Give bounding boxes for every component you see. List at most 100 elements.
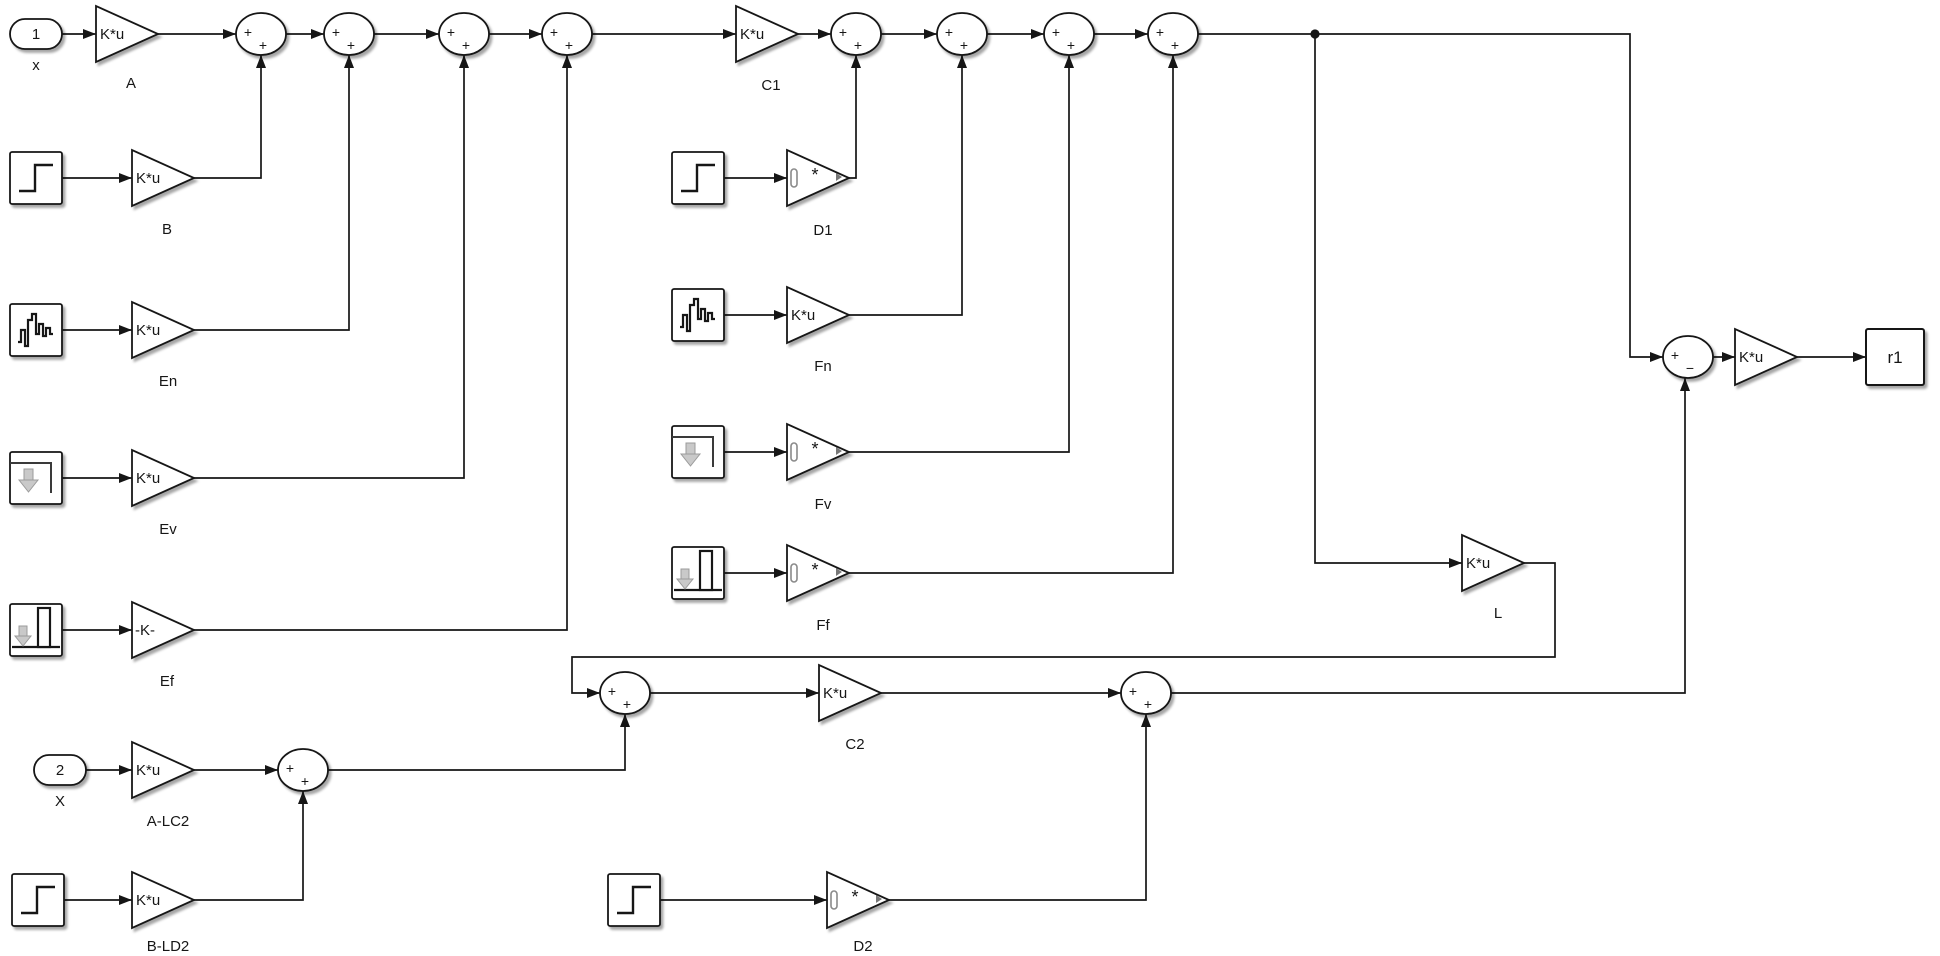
- signal-wire[interactable]: [194, 55, 572, 631]
- gain-D2[interactable]: *: [826, 870, 892, 930]
- signal-wire[interactable]: [286, 29, 324, 39]
- sum-ellipse[interactable]: [1043, 12, 1095, 56]
- gain-triangle[interactable]: [131, 740, 197, 800]
- source-step-D2[interactable]: [607, 873, 661, 927]
- gain-L[interactable]: K*u: [1461, 533, 1527, 593]
- sum-x[interactable]: ++: [277, 748, 329, 792]
- gain-output[interactable]: K*u: [1734, 327, 1800, 387]
- gain-triangle[interactable]: [1461, 533, 1527, 593]
- signal-wire[interactable]: [849, 55, 967, 316]
- signal-line[interactable]: [194, 55, 262, 179]
- sum-2[interactable]: ++: [323, 12, 375, 56]
- signal-wire[interactable]: [724, 568, 787, 578]
- sum-4[interactable]: ++: [541, 12, 593, 56]
- gain-triangle[interactable]: [131, 448, 197, 508]
- gain-triangle[interactable]: [1734, 327, 1800, 387]
- sum-ellipse[interactable]: [541, 12, 593, 56]
- signal-wire[interactable]: [194, 765, 278, 775]
- sum-3[interactable]: ++: [438, 12, 490, 56]
- gain-B[interactable]: K*u: [131, 148, 197, 208]
- signal-wire[interactable]: [1314, 34, 1462, 568]
- gain-C2[interactable]: K*u: [818, 663, 884, 723]
- signal-line[interactable]: [194, 55, 568, 631]
- inport-2[interactable]: 2: [33, 754, 87, 786]
- signal-line[interactable]: [889, 714, 1147, 901]
- signal-line[interactable]: [571, 562, 1556, 694]
- source-pulse-Ff[interactable]: [671, 546, 725, 600]
- sum-ellipse[interactable]: [1120, 671, 1172, 715]
- signal-wire[interactable]: [1797, 352, 1866, 362]
- source-noise-Fn[interactable]: [671, 288, 725, 342]
- signal-line[interactable]: [849, 55, 1070, 453]
- signal-line[interactable]: [849, 55, 857, 179]
- sum-b2[interactable]: ++: [1120, 671, 1172, 715]
- signal-wire[interactable]: [660, 895, 827, 905]
- signal-wire[interactable]: [62, 473, 132, 483]
- gain-triangle[interactable]: [818, 663, 884, 723]
- signal-wire[interactable]: [62, 173, 132, 183]
- signal-line[interactable]: [328, 714, 626, 771]
- sum-ellipse[interactable]: [599, 671, 651, 715]
- gain-triangle[interactable]: [131, 300, 197, 360]
- signal-wire[interactable]: [881, 29, 937, 39]
- signal-wire[interactable]: [650, 688, 819, 698]
- source-pulse-Ef-shape[interactable]: [9, 603, 63, 657]
- signal-wire[interactable]: [1171, 378, 1690, 694]
- signal-wire[interactable]: [194, 55, 266, 179]
- gain-triangle[interactable]: [786, 285, 852, 345]
- source-file-Ev-shape[interactable]: [9, 451, 63, 505]
- signal-line[interactable]: [849, 55, 963, 316]
- gain-triangle[interactable]: [786, 543, 852, 603]
- outport-r1[interactable]: r1: [1865, 328, 1925, 386]
- signal-wire[interactable]: [489, 29, 542, 39]
- gain-triangle[interactable]: [826, 870, 892, 930]
- signal-wire[interactable]: [86, 765, 132, 775]
- signal-wire[interactable]: [62, 625, 132, 635]
- sum-ellipse[interactable]: [830, 12, 882, 56]
- inport-2-shape[interactable]: [33, 754, 87, 786]
- sum-ellipse[interactable]: [1662, 335, 1714, 379]
- signal-wire[interactable]: [1198, 33, 1663, 362]
- sum-7[interactable]: ++: [1043, 12, 1095, 56]
- signal-wire[interactable]: [881, 688, 1121, 698]
- gain-D1[interactable]: *: [786, 148, 852, 208]
- signal-wire[interactable]: [889, 714, 1151, 901]
- signal-wire[interactable]: [724, 173, 787, 183]
- sum-ellipse[interactable]: [277, 748, 329, 792]
- signal-wire[interactable]: [62, 325, 132, 335]
- signal-wire[interactable]: [724, 310, 787, 320]
- inport-1-shape[interactable]: [9, 18, 63, 50]
- signal-wire[interactable]: [1094, 29, 1148, 39]
- signal-wire[interactable]: [194, 55, 354, 331]
- source-pulse-Ef[interactable]: [9, 603, 63, 657]
- gain-triangle[interactable]: [131, 600, 197, 660]
- sum-ellipse[interactable]: [235, 12, 287, 56]
- gain-Ff[interactable]: *: [786, 543, 852, 603]
- signal-wire[interactable]: [62, 29, 96, 39]
- gain-Ev[interactable]: K*u: [131, 448, 197, 508]
- sum-5[interactable]: ++: [830, 12, 882, 56]
- signal-wire[interactable]: [194, 791, 308, 901]
- sum-6[interactable]: ++: [936, 12, 988, 56]
- source-pulse-Ff-shape[interactable]: [671, 546, 725, 600]
- source-file-Fv[interactable]: [671, 425, 725, 479]
- signal-line[interactable]: [1198, 33, 1663, 358]
- gain-Ef[interactable]: -K-: [131, 600, 197, 660]
- gain-Fv[interactable]: *: [786, 422, 852, 482]
- sum-ellipse[interactable]: [936, 12, 988, 56]
- sum-output[interactable]: +−: [1662, 335, 1714, 379]
- source-step-B[interactable]: [9, 151, 63, 205]
- gain-triangle[interactable]: [95, 4, 161, 64]
- signal-line[interactable]: [1171, 378, 1686, 694]
- signal-line[interactable]: [194, 55, 465, 479]
- sum-ellipse[interactable]: [323, 12, 375, 56]
- signal-wire[interactable]: [987, 29, 1044, 39]
- source-step-D1[interactable]: [671, 151, 725, 205]
- signal-wire[interactable]: [64, 895, 132, 905]
- sum-1[interactable]: ++: [235, 12, 287, 56]
- inport-1[interactable]: 1: [9, 18, 63, 50]
- signal-line[interactable]: [1314, 34, 1462, 564]
- sum-b1[interactable]: ++: [599, 671, 651, 715]
- signal-wire[interactable]: [158, 29, 236, 39]
- gain-triangle[interactable]: [131, 870, 197, 930]
